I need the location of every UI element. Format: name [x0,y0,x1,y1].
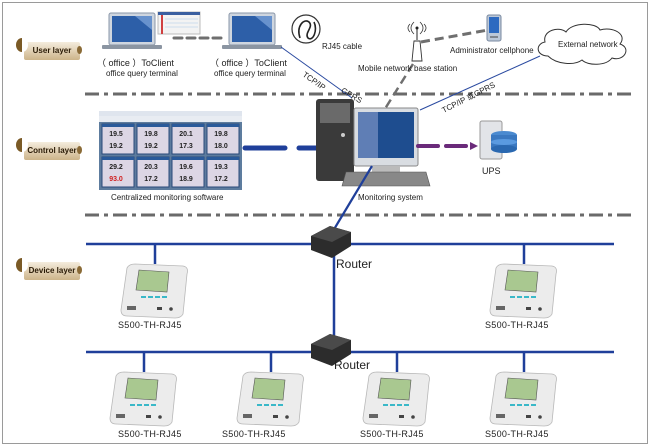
terminal-sublabel: office query terminal [214,69,286,78]
layer-label: User layer [32,46,72,55]
terminal-label: （ office ）ToClient [97,58,174,68]
terminal-label: （ office ）ToClient [210,58,287,68]
router-label: Router [334,358,371,372]
monitoring-software-screenshot: 19.5 19.2 19.8 19.2 20.1 17.3 19.8 18.0 29.2 93.0… [99,111,242,190]
humidity-value: 17.2 [144,176,158,183]
layer-tag-device: Device layer [14,258,82,280]
s500-sensor-device-icon [120,263,188,319]
device-label: S500-TH-RJ45 [485,320,549,330]
s500-sensor-device-icon [109,371,177,427]
humidity-value: 19.2 [109,143,123,150]
layer-tag-control: Control layer [14,138,82,160]
laptop-icon [222,12,282,49]
humidity-value: 17.3 [179,143,193,150]
temperature-value: 29.2 [109,164,123,171]
s500-sensor-device-icon [489,263,557,319]
base-station-icon [407,21,427,62]
cellular-link-dashed [420,28,489,44]
temperature-value: 19.5 [109,131,123,138]
tcpip-link [280,46,353,99]
monitor-icon [353,107,419,174]
s500-sensor-device-icon [489,371,557,427]
s500-sensor-device-icon [362,371,430,427]
base-station-label: Mobile network base station [358,64,458,73]
system-router-link [329,165,373,237]
ups-database-icon [479,120,517,160]
ups-label: UPS [482,166,501,176]
sensor-panel: 19.3 17.2 [206,156,240,188]
sensor-panel: 19.8 19.2 [136,123,170,155]
sensor-panel: 20.3 17.2 [136,156,170,188]
sensor-panel: 20.1 17.3 [171,123,205,155]
temperature-value: 20.1 [179,131,193,138]
humidity-value: 18.0 [214,143,228,150]
temperature-value: 20.3 [144,164,158,171]
cellphone-icon [486,14,502,42]
sensor-panel: 19.8 18.0 [206,123,240,155]
terminal-sublabel: office query terminal [106,69,178,78]
external-link [419,55,541,111]
software-screenshot-thumb [157,11,201,35]
device-label: S500-TH-RJ45 [485,429,549,439]
router-icon [311,226,351,258]
layer-label: Device layer [28,266,76,275]
humidity-value: 18.9 [179,176,193,183]
device-label: S500-TH-RJ45 [118,320,182,330]
s500-sensor-device-icon [236,371,304,427]
system-label: Monitoring system [358,193,423,202]
humidity-value: 19.2 [144,143,158,150]
sensor-panel: 19.6 18.9 [171,156,205,188]
keyboard-icon [341,171,431,187]
software-label: Centralized monitoring software [111,193,224,202]
device-label: S500-TH-RJ45 [360,429,424,439]
temperature-value: 19.8 [144,131,158,138]
router-label: Router [336,257,373,271]
external-network-cloud [537,23,627,65]
sensor-panel: 29.2 93.0 [101,156,135,188]
external-network-label: External network [558,40,618,49]
temperature-value: 19.6 [179,164,193,171]
sensor-panel: 19.5 19.2 [101,123,135,155]
layer-tag-user: User layer [14,38,82,60]
device-label: S500-TH-RJ45 [222,429,286,439]
humidity-value: 17.2 [214,176,228,183]
gprs-link-dashed [381,63,415,113]
pc-tower-icon [316,99,354,181]
device-label: S500-TH-RJ45 [118,429,182,439]
layer-label: Control layer [27,146,77,155]
rj45-cable-icon [291,14,321,44]
router-icon [311,334,351,366]
temperature-value: 19.8 [214,131,228,138]
temperature-value: 19.3 [214,164,228,171]
cellphone-label: Administrator cellphone [450,46,534,55]
arrow-head-icon [470,142,478,150]
laptop-icon [102,12,162,49]
rj45-label: RJ45 cable [322,42,363,51]
humidity-value: 93.0 [109,176,123,183]
